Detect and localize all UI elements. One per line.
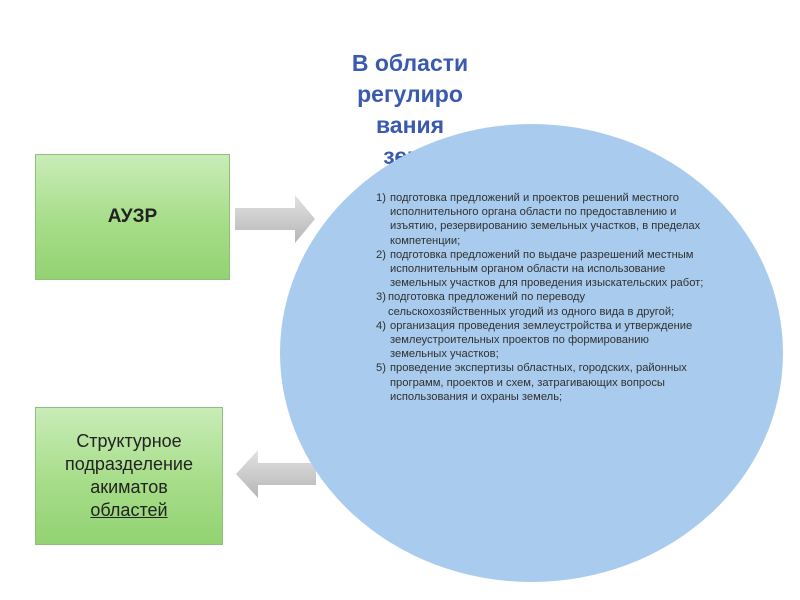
list-item-number: 5) (376, 362, 386, 375)
structural-label-line-4: областей (90, 500, 168, 520)
list-item-text: организация проведения землеустройства и… (390, 319, 693, 361)
heading-line-3: вания (375, 112, 445, 138)
list-item-number: 2) (376, 248, 386, 261)
auzr-box: АУЗР (35, 154, 230, 280)
arrow-left-icon (236, 450, 316, 498)
list-item-text: подготовка предложений по выдаче разреше… (390, 248, 704, 290)
list-item-text: проведение экспертизы областных, городск… (390, 362, 687, 403)
list-item: 3) подготовка предложений по переводу се… (350, 290, 705, 318)
list-item: 5) проведение экспертизы областных, горо… (350, 361, 705, 404)
functions-list: 1) подготовка предложений и проектов реш… (350, 191, 705, 404)
list-item: 1) подготовка предложений и проектов реш… (350, 191, 705, 248)
structural-label-line-2: подразделение (65, 454, 193, 474)
arrow-right-icon (235, 195, 315, 243)
structural-label-line-1: Структурное (76, 431, 182, 451)
functions-ellipse (280, 124, 783, 582)
list-item: 2) подготовка предложений по выдаче разр… (350, 248, 705, 291)
structural-subdivision-box: Структурное подразделение акиматов облас… (35, 407, 223, 545)
list-item-number: 1) (376, 192, 386, 204)
list-item-number: 4) (376, 319, 386, 332)
auzr-label: АУЗР (107, 206, 158, 227)
list-item-number: 3) (376, 291, 386, 304)
heading-line-2: регулиро (357, 81, 463, 107)
list-item: 4) организация проведения землеустройств… (350, 319, 705, 362)
heading-line-1: В области (351, 50, 469, 76)
structural-label-line-3: акиматов (90, 477, 168, 497)
list-item-text: подготовка предложений и проектов решени… (390, 192, 701, 247)
list-item-text: подготовка предложений по переводу сельс… (388, 291, 675, 318)
